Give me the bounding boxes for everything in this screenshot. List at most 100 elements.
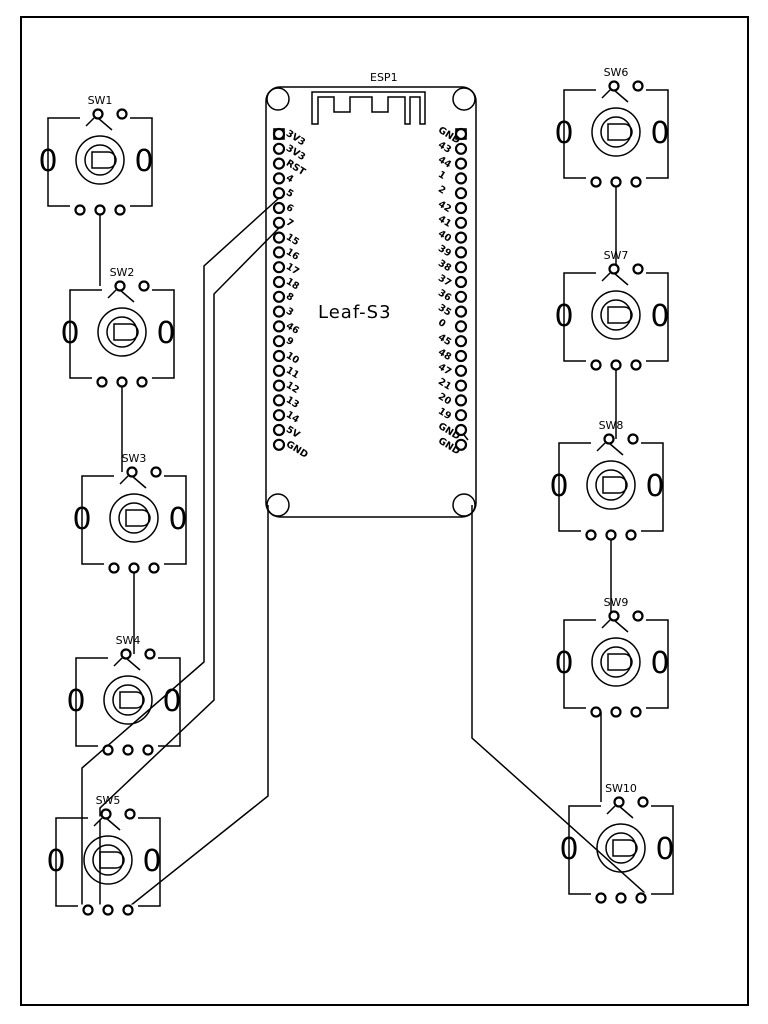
pin-right-label: 38 [436,258,453,275]
pin-left-label: 6 [284,202,296,215]
mounting-pad: 0 [60,316,79,351]
pin-left-label: 15 [284,232,301,248]
pin-right-label: 37 [436,273,453,289]
mounting-hole-tl [266,87,290,111]
switch-ref-label: SW3 [122,452,147,465]
pin-right-8: 39 [436,243,468,259]
trace [471,505,647,895]
pin-left-14: 9 [272,335,295,348]
pin-right-label: 48 [436,347,453,364]
pin-left-3: 4 [272,172,296,186]
pin-left-label: 3 [284,306,295,319]
pin-right-label: 21 [436,376,453,392]
pin-right-label: 20 [436,391,453,408]
pin-left-17: 12 [272,379,301,396]
pin-left-8: 16 [272,246,301,263]
mounting-pad: 0 [38,144,57,179]
pin-right-label: 39 [436,243,453,259]
mounting-pad: 0 [134,144,153,179]
pin-right-4: 2 [436,184,468,200]
module-outline [265,86,477,518]
pin-left-label: 14 [284,409,301,426]
mounting-pad: 0 [554,646,573,681]
pin-left-9: 17 [272,261,301,278]
pin-right-15: 48 [436,347,468,364]
pin-right-label: 1 [436,169,447,182]
pin-left-label: 17 [284,261,301,277]
pin-right-label: 44 [436,154,453,171]
pin-left-label: 12 [284,380,301,396]
pin-right-14: 45 [436,332,468,348]
pin-left-13: 46 [272,320,301,337]
pin-right-19: 19 [436,406,468,422]
pin-right-label: 40 [436,228,453,245]
pin-left-12: 3 [272,305,295,319]
pin-left-6: 7 [272,216,295,230]
pin-right-13: 0 [436,317,468,333]
pin-right-7: 40 [436,228,468,245]
mounting-pad: 0 [162,684,181,719]
mounting-pad: 0 [156,316,175,351]
pin-right-12: 35 [436,302,468,319]
pin-left-label: 8 [284,291,296,304]
switch-ref-label: SW7 [604,249,629,262]
pin-right-label: 2 [436,184,447,197]
pin-right-10: 37 [436,273,468,289]
switch-sw1: 0 0 SW1 [38,94,154,216]
pin-right-label: 47 [436,361,453,377]
antenna-trace [311,91,426,125]
mounting-pad: 0 [650,646,669,681]
switch-ref-label: SW1 [88,94,113,107]
switch-ref-label: SW5 [96,794,121,807]
pin-left-label: 18 [284,276,301,293]
mounting-pad: 0 [655,832,674,867]
pin-right-label: 41 [436,213,453,229]
mounting-pad: 0 [650,116,669,151]
pin-right-label: 42 [436,199,453,215]
switch-ref-label: SW10 [605,782,637,795]
pin-left-label: 13 [284,394,301,410]
pin-left-label: 5 [284,187,295,200]
mounting-hole-br [452,493,476,517]
pin-left-label: 10 [284,350,301,367]
pin-right-label: 35 [436,302,453,318]
esp-module: ESP1 Leaf-S3 3V33V3RST456715161718834691… [265,71,477,518]
pin-right-label: 0 [436,317,448,330]
pin-right-17: 21 [436,376,468,393]
pin-left-label: 16 [284,246,301,263]
pin-right-2: 44 [436,154,468,171]
pin-right-5: 42 [436,199,468,215]
pin-left-4: 5 [272,187,295,200]
module-name: Leaf-S3 [318,302,392,323]
pin-left-5: 6 [272,201,296,215]
mounting-pad: 0 [645,469,664,504]
pin-right-label: 45 [436,332,453,348]
pin-left-7: 15 [272,231,301,248]
pin-right-16: 47 [436,361,468,378]
switch-ref-label: SW4 [116,634,141,647]
mounting-pad: 0 [554,299,573,334]
pin-left-20: 5V [272,423,302,441]
pin-right-18: 20 [436,391,468,408]
module-designator: ESP1 [370,71,398,84]
pin-right-9: 38 [436,258,468,275]
pin-left-10: 18 [272,275,301,293]
pin-right-label: 36 [436,287,453,304]
trace [99,227,280,906]
pin-left-11: 8 [272,290,296,304]
mounting-pad: 0 [142,844,161,879]
pin-right-label: 19 [436,406,453,422]
pin-left-label: 9 [284,335,295,348]
pin-left-16: 11 [272,364,301,381]
pin-left-label: 5V [284,424,302,441]
mounting-pad: 0 [549,469,568,504]
